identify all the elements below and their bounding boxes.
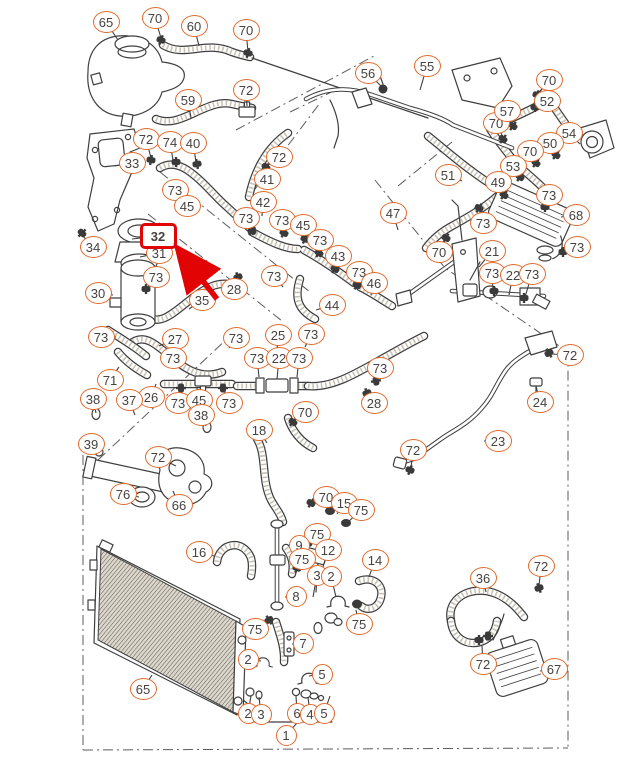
- callout-25[interactable]: 25: [264, 324, 292, 346]
- callout-73[interactable]: 73: [306, 229, 334, 251]
- callout-72[interactable]: 72: [556, 344, 584, 366]
- callout-36[interactable]: 36: [469, 567, 497, 589]
- callout-38[interactable]: 38: [187, 404, 215, 426]
- callout-70[interactable]: 70: [141, 7, 169, 29]
- callout-73[interactable]: 73: [260, 265, 288, 287]
- callout-21[interactable]: 21: [478, 240, 506, 262]
- callout-53[interactable]: 53: [499, 155, 527, 177]
- callout-56[interactable]: 56: [354, 62, 382, 84]
- callout-49[interactable]: 49: [484, 171, 512, 193]
- callout-22[interactable]: 22: [265, 347, 293, 369]
- callout-12[interactable]: 12: [314, 539, 342, 561]
- callout-72[interactable]: 72: [265, 146, 293, 168]
- callout-73[interactable]: 73: [563, 236, 591, 258]
- oil-cooler-68: [487, 181, 575, 260]
- callout-72[interactable]: 72: [144, 446, 172, 468]
- callout-73[interactable]: 73: [518, 263, 546, 285]
- callout-30[interactable]: 30: [84, 282, 112, 304]
- callout-65[interactable]: 65: [129, 678, 157, 700]
- callout-46[interactable]: 46: [360, 272, 388, 294]
- callout-73[interactable]: 73: [535, 184, 563, 206]
- callout-66[interactable]: 66: [165, 494, 193, 516]
- callout-65[interactable]: 65: [92, 11, 120, 33]
- callout-70[interactable]: 70: [535, 69, 563, 91]
- engine-bracket-top: [329, 57, 513, 149]
- callout-43[interactable]: 43: [324, 245, 352, 267]
- callout-73[interactable]: 73: [232, 207, 260, 229]
- callout-3[interactable]: 3: [250, 703, 272, 725]
- callout-44[interactable]: 44: [318, 294, 346, 316]
- callout-2[interactable]: 2: [320, 565, 342, 587]
- callout-41[interactable]: 41: [253, 168, 281, 190]
- callout-57[interactable]: 57: [493, 100, 521, 122]
- callout-73[interactable]: 73: [297, 323, 325, 345]
- callout-14[interactable]: 14: [361, 549, 389, 571]
- callout-76[interactable]: 76: [109, 483, 137, 505]
- callout-70[interactable]: 70: [516, 140, 544, 162]
- callout-72[interactable]: 72: [399, 439, 427, 461]
- callout-51[interactable]: 51: [434, 164, 462, 186]
- callout-71[interactable]: 71: [96, 369, 124, 391]
- callout-70[interactable]: 70: [232, 19, 260, 41]
- callout-73[interactable]: 73: [159, 347, 187, 369]
- callout-60[interactable]: 60: [180, 15, 208, 37]
- callout-72[interactable]: 72: [469, 653, 497, 675]
- callout-55[interactable]: 55: [413, 55, 441, 77]
- callout-73[interactable]: 73: [285, 347, 313, 369]
- callout-70[interactable]: 70: [291, 401, 319, 423]
- callout-72[interactable]: 72: [527, 555, 555, 577]
- callout-28[interactable]: 28: [220, 278, 248, 300]
- callout-75[interactable]: 75: [347, 499, 375, 521]
- callout-74[interactable]: 74: [156, 131, 184, 153]
- callout-39[interactable]: 39: [77, 433, 105, 455]
- callout-34[interactable]: 34: [79, 236, 107, 258]
- callout-68[interactable]: 68: [562, 204, 590, 226]
- callout-67[interactable]: 67: [540, 658, 568, 680]
- callout-28[interactable]: 28: [360, 392, 388, 414]
- callout-73[interactable]: 73: [142, 266, 170, 288]
- expansion-tank: [87, 35, 185, 128]
- callout-1[interactable]: 1: [275, 724, 297, 746]
- callout-40[interactable]: 40: [179, 132, 207, 154]
- callout-45[interactable]: 45: [173, 195, 201, 217]
- callout-73[interactable]: 73: [366, 357, 394, 379]
- callout-16[interactable]: 16: [185, 541, 213, 563]
- callout-52[interactable]: 52: [533, 90, 561, 112]
- callout-7[interactable]: 7: [292, 632, 314, 654]
- callout-70[interactable]: 70: [425, 241, 453, 263]
- callout-73[interactable]: 73: [222, 327, 250, 349]
- callout-42[interactable]: 42: [249, 191, 277, 213]
- oil-cooler-67: [485, 635, 549, 697]
- callout-32-highlighted[interactable]: 32: [139, 223, 177, 249]
- callout-8[interactable]: 8: [285, 585, 307, 607]
- pump-54: [579, 119, 615, 159]
- callout-73[interactable]: 73: [87, 326, 115, 348]
- callout-45[interactable]: 45: [289, 214, 317, 236]
- callout-5[interactable]: 5: [313, 702, 335, 724]
- callout-75[interactable]: 75: [288, 548, 316, 570]
- callout-23[interactable]: 23: [484, 430, 512, 452]
- callout-35[interactable]: 35: [188, 289, 216, 311]
- radiator: [87, 539, 247, 717]
- callout-24[interactable]: 24: [526, 391, 554, 413]
- callout-2[interactable]: 2: [237, 648, 259, 670]
- callout-5[interactable]: 5: [311, 663, 333, 685]
- callout-75[interactable]: 75: [345, 613, 373, 635]
- callout-18[interactable]: 18: [245, 419, 273, 441]
- callout-38[interactable]: 38: [79, 388, 107, 410]
- callout-37[interactable]: 37: [115, 389, 143, 411]
- callout-73[interactable]: 73: [469, 212, 497, 234]
- callout-72[interactable]: 72: [132, 128, 160, 150]
- callout-33[interactable]: 33: [118, 152, 146, 174]
- callout-72[interactable]: 72: [232, 79, 260, 101]
- callout-73[interactable]: 73: [215, 392, 243, 414]
- callout-59[interactable]: 59: [174, 89, 202, 111]
- callout-75[interactable]: 75: [241, 618, 269, 640]
- callout-26[interactable]: 26: [137, 386, 165, 408]
- callout-47[interactable]: 47: [379, 202, 407, 224]
